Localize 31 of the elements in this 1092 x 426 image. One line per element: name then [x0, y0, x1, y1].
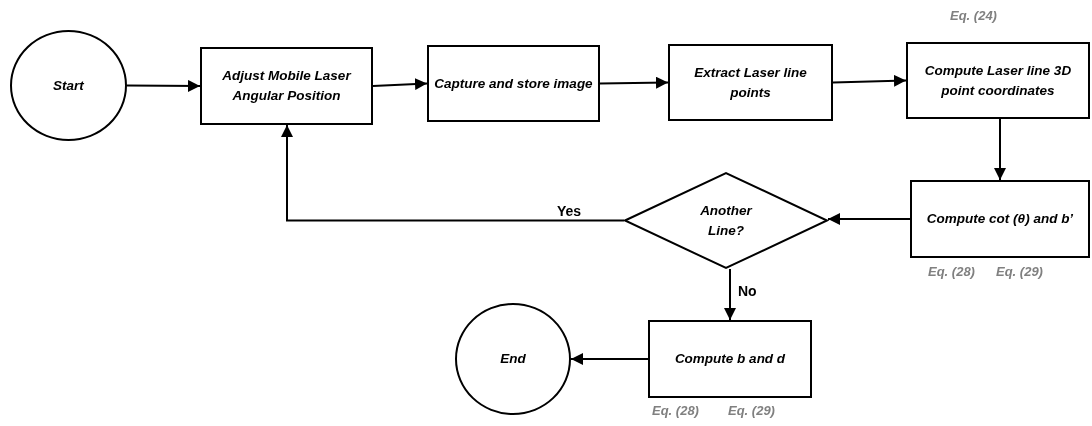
arrow: [599, 76, 669, 89]
equation-reference: Eq. (28): [652, 403, 699, 418]
equation-reference: Eq. (29): [996, 264, 1043, 279]
process-box: [910, 180, 1090, 258]
node-text: Capture and store image: [433, 74, 594, 93]
node-text: Another Line?: [699, 201, 754, 240]
arrow: [372, 78, 428, 91]
node-text: Compute b and d: [673, 350, 787, 369]
equation-reference: Eq. (24): [950, 8, 997, 23]
arrow: [724, 268, 736, 321]
node-text: Start: [53, 76, 84, 95]
decision-diamond: [624, 172, 828, 269]
arrow: [281, 124, 625, 222]
process-box: [648, 320, 812, 398]
process-box: [427, 45, 600, 122]
arrow: [832, 74, 907, 87]
node-text: Compute cot (θ) and b’: [925, 210, 1075, 229]
node-text: Extract Laser line points: [693, 63, 808, 102]
equation-reference: Eq. (28): [928, 264, 975, 279]
node-text: Compute Laser line 3D point coordinates: [923, 61, 1073, 100]
equation-reference: Eq. (29): [728, 403, 775, 418]
arrow: [570, 353, 649, 365]
node-text: End: [500, 350, 526, 369]
node-text: Adjust Mobile Laser Angular Position: [221, 67, 353, 105]
edge-label: Yes: [555, 203, 584, 219]
arrow: [994, 118, 1006, 181]
arrow: [126, 79, 201, 92]
process-box: [200, 47, 373, 125]
process-box: [906, 42, 1090, 119]
process-box: [668, 44, 833, 121]
arrow: [827, 213, 911, 225]
